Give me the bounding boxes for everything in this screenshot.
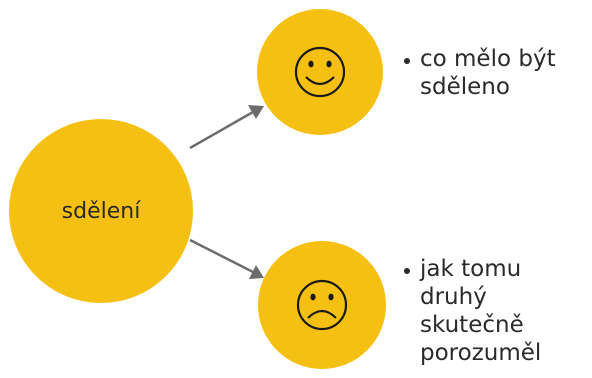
arrow-to-top: [189, 105, 264, 150]
top-outcome-line: co mělo být: [420, 46, 556, 72]
bullet-icon: [404, 268, 410, 274]
smiley-face-icon: [294, 46, 346, 98]
top-outcome-circle: [257, 9, 383, 135]
frowning-face-icon: [296, 279, 348, 331]
bullet-icon: [404, 58, 410, 64]
arrow-to-bottom: [189, 238, 264, 279]
center-label: sdělení: [61, 199, 141, 224]
top-outcome-line: sděleno: [420, 74, 510, 100]
bottom-outcome-text: jak tomu druhý skutečně porozuměl: [404, 255, 541, 367]
bottom-outcome-line: jak tomu: [420, 256, 522, 282]
bottom-outcome-line: druhý: [420, 284, 487, 310]
bottom-outcome-circle: [258, 241, 386, 369]
center-circle: [9, 119, 193, 303]
top-outcome-text: co mělo být sděleno: [404, 45, 556, 101]
bottom-outcome-line: porozuměl: [420, 340, 542, 366]
bottom-outcome-line: skutečně: [420, 312, 524, 338]
